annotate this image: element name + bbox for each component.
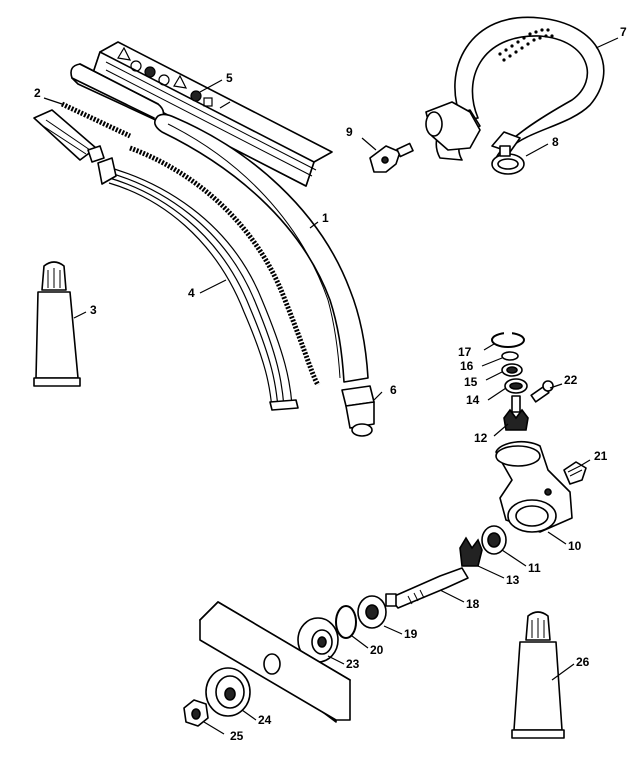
part-23-thrust-plate [297,617,339,663]
callout-16: 16 [460,359,474,373]
part-17-snap-ring [491,332,525,348]
callout-7: 7 [620,25,627,39]
callout-11: 11 [528,561,541,575]
callout-19: 19 [404,627,418,641]
callout-9: 9 [346,125,353,139]
part-21-plug [563,461,587,485]
part-11-bearing [481,525,507,555]
callout-5: 5 [226,71,233,85]
callout-21: 21 [594,449,608,463]
part-8-clamp [491,145,525,175]
blade-plate [199,601,351,723]
part-20-circlip [335,605,357,639]
callout-15: 15 [464,375,478,389]
part-15-bearing-ring [501,363,523,377]
callout-26: 26 [576,655,590,669]
part-12-pinion [503,395,529,431]
part-19-ball-bearing [357,595,387,629]
callout-4: 4 [188,286,195,300]
callout-2: 2 [34,86,41,100]
part-24-thrust-washer [205,667,251,717]
part-10-gear-housing [495,440,573,533]
callout-10: 10 [568,539,582,553]
callout-20: 20 [370,643,384,657]
part-6-end-fitting [341,385,375,437]
part-5-decal [91,41,333,187]
part-7-loop-handle [425,16,605,161]
part-26-grease-tube [511,611,565,739]
callout-8: 8 [552,135,559,149]
callout-1: 1 [322,211,329,225]
callout-23: 23 [346,657,360,671]
part-3-grease-tube [33,261,81,387]
leader-lines [43,37,619,735]
callout-labels: 1 2 3 4 5 6 7 8 9 10 11 12 13 14 15 16 1… [34,25,627,743]
part-18-output-shaft [385,567,469,609]
callout-22: 22 [564,373,578,387]
part-4-liner [97,157,299,411]
callout-24: 24 [258,713,272,727]
part-1-drive-tube [70,63,369,383]
part-16-washer [501,351,519,361]
part-14-ball-bearing [504,378,528,394]
callout-12: 12 [474,431,488,445]
callout-6: 6 [390,383,397,397]
callout-13: 13 [506,573,520,587]
callout-25: 25 [230,729,244,743]
part-9-wing-screw [369,142,414,173]
callout-17: 17 [458,345,472,359]
part-2-drive-shaft [60,101,321,387]
part-25-nut [183,699,209,727]
part-2-stub-liner [33,109,105,163]
part-22-screw [530,380,554,403]
callout-3: 3 [90,303,97,317]
callout-14: 14 [466,393,480,407]
callout-18: 18 [466,597,480,611]
part-13-bevel-gear [459,536,483,567]
